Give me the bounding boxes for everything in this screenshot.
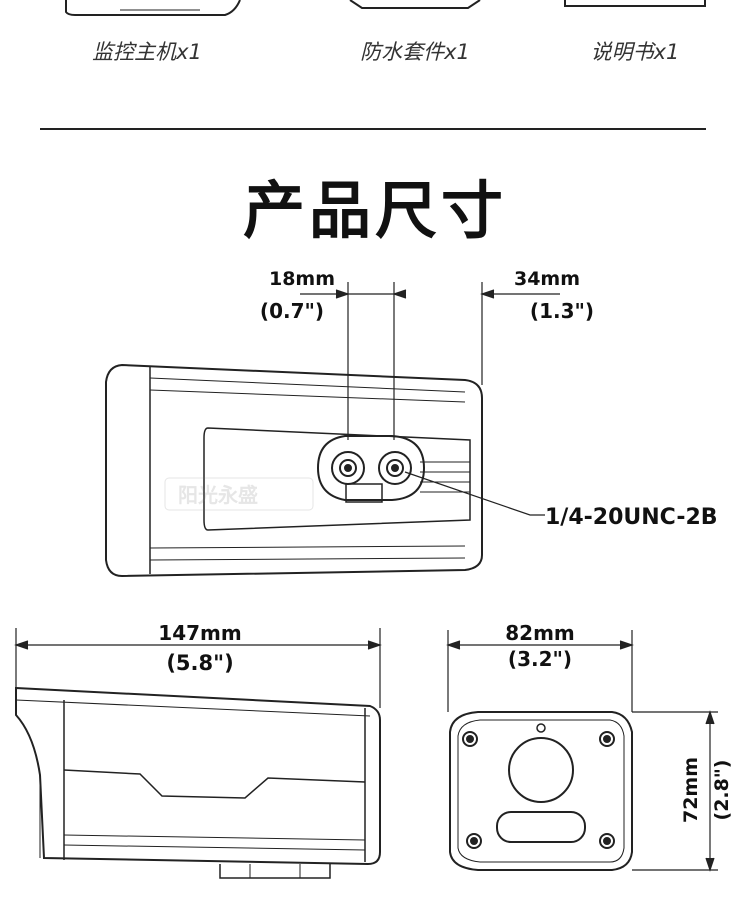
offset-dimension-lines [300, 282, 560, 516]
watermark: 阳光永盛 [164, 477, 314, 511]
length-inch: (5.8") [166, 651, 233, 675]
front-view-drawing [449, 711, 633, 871]
height-mm: 72mm [680, 757, 702, 823]
section-title: 产品尺寸 [242, 174, 507, 247]
offset-right-mm: 34mm [514, 268, 580, 290]
accessory-label-camera: 监控主机x1 [92, 40, 202, 64]
thread-spec: 1/4-20UNC-2B [545, 505, 718, 530]
length-mm: 147mm [158, 621, 241, 645]
offset-left-mm: 18mm [269, 268, 335, 290]
front-screws [462, 731, 615, 849]
width-inch: (3.2") [508, 647, 572, 671]
length-dimension-lines [14, 628, 382, 708]
height-inch: (2.8") [711, 760, 733, 821]
accessory-label-manual: 说明书x1 [590, 40, 680, 64]
bottom-view-drawing [105, 363, 483, 578]
section-divider [40, 128, 706, 130]
watermark-brand: 阳光永盛 [178, 483, 258, 507]
accessory-images [65, 0, 706, 16]
side-view-drawing [15, 686, 381, 879]
width-mm: 82mm [505, 621, 575, 645]
accessory-label-waterproof-kit: 防水套件x1 [360, 40, 470, 64]
width-height-dimension-lines [446, 630, 718, 872]
offset-left-inch: (0.7") [260, 299, 324, 323]
offset-right-inch: (1.3") [530, 299, 594, 323]
